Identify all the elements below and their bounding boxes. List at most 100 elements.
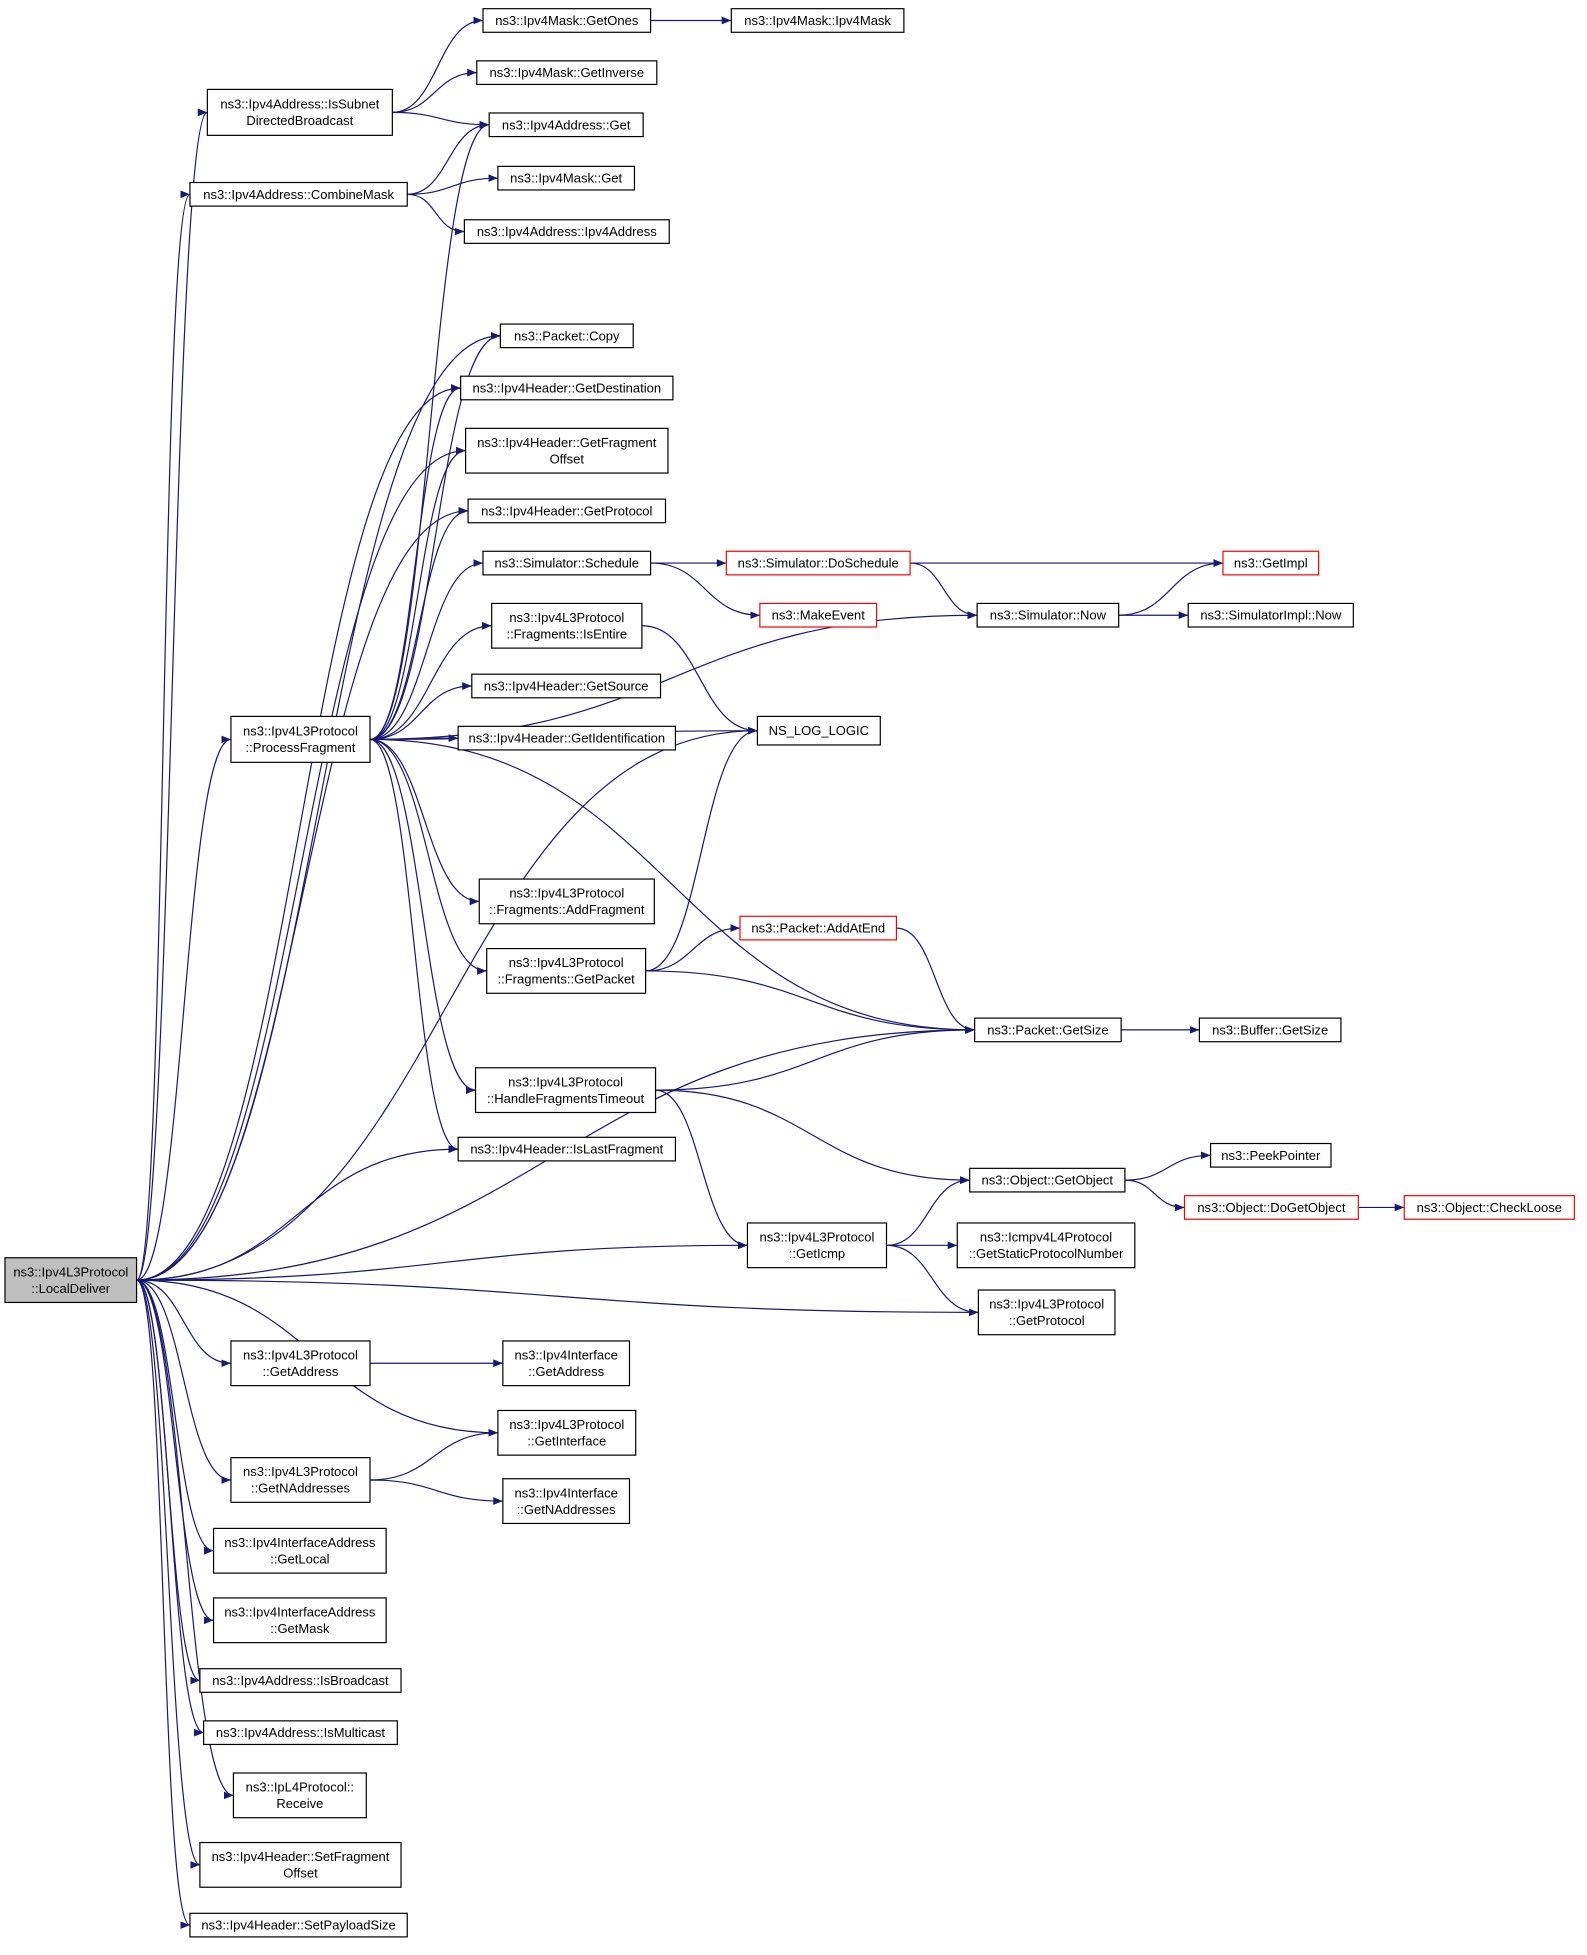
- node-box: [1183, 1195, 1359, 1220]
- node-getInverse[interactable]: ns3::Ipv4Mask::GetInverse: [476, 60, 658, 86]
- node-label: ns3::IpL4Protocol::: [246, 1780, 354, 1795]
- node-label: ns3::Ipv4Header::GetSource: [484, 678, 649, 693]
- node-combineMask[interactable]: ns3::Ipv4Address::CombineMask: [189, 181, 408, 207]
- node-isSubnet[interactable]: ns3::Ipv4Address::IsSubnetDirectedBroadc…: [206, 88, 393, 136]
- node-label: ns3::Ipv4Mask::Ipv4Mask: [744, 13, 891, 28]
- node-label: NS_LOG_LOGIC: [769, 723, 869, 738]
- node-box: [230, 715, 371, 763]
- edge-processFrag-to-getPacket: [369, 738, 487, 975]
- edge-root-to-isSubnet: [136, 108, 208, 1281]
- node-box: [730, 8, 905, 33]
- node-label: ::LocalDeliver: [31, 1281, 110, 1296]
- node-box: [189, 181, 408, 207]
- node-box: [977, 1289, 1116, 1336]
- edge-root-to-isLastFrag: [136, 1145, 459, 1281]
- node-getDest[interactable]: ns3::Ipv4Header::GetDestination: [460, 375, 674, 401]
- node-peekPointer[interactable]: ns3::PeekPointer: [1209, 1142, 1332, 1168]
- node-ipL4Receive[interactable]: ns3::IpL4Protocol::Receive: [232, 1772, 367, 1819]
- node-label: ns3::Ipv4L3Protocol: [508, 1074, 623, 1089]
- node-makeEvent[interactable]: ns3::MakeEvent: [759, 602, 878, 628]
- node-l3GetAddress[interactable]: ns3::Ipv4L3Protocol::GetAddress: [230, 1340, 371, 1387]
- node-isEntire[interactable]: ns3::Ipv4L3Protocol::Fragments::IsEntire: [491, 602, 643, 649]
- edge-l3GetNAddr-to-ifGetNAddr: [369, 1479, 503, 1505]
- node-box: [725, 550, 911, 576]
- node-ifaGetMask[interactable]: ns3::Ipv4InterfaceAddress::GetMask: [212, 1597, 387, 1644]
- node-isMulticast[interactable]: ns3::Ipv4Address::IsMulticast: [203, 1720, 398, 1746]
- node-label: ::GetMask: [270, 1621, 330, 1636]
- node-processFrag[interactable]: ns3::Ipv4L3Protocol::ProcessFragment: [230, 715, 371, 763]
- edge-root-to-setFragOffset: [136, 1279, 201, 1869]
- node-box: [497, 165, 636, 191]
- node-maskGet[interactable]: ns3::Ipv4Mask::Get: [497, 165, 636, 191]
- node-setPayload[interactable]: ns3::Ipv4Header::SetPayloadSize: [189, 1912, 408, 1938]
- node-addFragment[interactable]: ns3::Ipv4L3Protocol::Fragments::AddFragm…: [478, 878, 655, 925]
- node-doGetObject[interactable]: ns3::Object::DoGetObject: [1183, 1195, 1359, 1220]
- node-root[interactable]: ns3::Ipv4L3Protocol::LocalDeliver: [4, 1257, 138, 1304]
- edge-root-to-getFragOffset: [136, 446, 466, 1281]
- node-isBroadcast[interactable]: ns3::Ipv4Address::IsBroadcast: [199, 1668, 402, 1693]
- edge-handleTimeout-to-getIcmp: [655, 1089, 748, 1250]
- node-ifaGetLocal[interactable]: ns3::Ipv4InterfaceAddress::GetLocal: [212, 1527, 387, 1574]
- node-box: [212, 1597, 387, 1644]
- node-simImplNow[interactable]: ns3::SimulatorImpl::Now: [1187, 602, 1354, 628]
- node-box: [502, 1340, 631, 1387]
- node-box: [474, 1067, 657, 1114]
- node-getIdent[interactable]: ns3::Ipv4Header::GetIdentification: [457, 725, 677, 751]
- node-maskCtor[interactable]: ns3::Ipv4Mask::Ipv4Mask: [730, 8, 905, 33]
- node-isLastFrag[interactable]: ns3::Ipv4Header::IsLastFragment: [457, 1136, 677, 1162]
- node-box: [956, 1222, 1136, 1269]
- node-label: ns3::Icmpv4L4Protocol: [980, 1230, 1112, 1245]
- node-label: ns3::Ipv4L3Protocol: [509, 886, 624, 901]
- node-label: ns3::Object::CheckLoose: [1417, 1200, 1562, 1215]
- node-nsLog[interactable]: NS_LOG_LOGIC: [756, 715, 881, 746]
- node-getIcmp[interactable]: ns3::Ipv4L3Protocol::GetIcmp: [746, 1222, 888, 1269]
- node-addrCtor[interactable]: ns3::Ipv4Address::Ipv4Address: [463, 219, 670, 244]
- node-label: ::GetProtocol: [1009, 1313, 1085, 1328]
- node-label: ::Fragments::AddFragment: [489, 902, 645, 917]
- node-packetGetSize[interactable]: ns3::Packet::GetSize: [974, 1017, 1122, 1043]
- node-label: ns3::Ipv4Header::GetIdentification: [469, 731, 666, 746]
- node-l3GetNAddr[interactable]: ns3::Ipv4L3Protocol::GetNAddresses: [230, 1457, 371, 1503]
- node-doSchedule[interactable]: ns3::Simulator::DoSchedule: [725, 550, 911, 576]
- node-label: ns3::Ipv4L3Protocol: [989, 1297, 1104, 1312]
- node-bufferGetSize[interactable]: ns3::Buffer::GetSize: [1198, 1017, 1342, 1043]
- node-getObject[interactable]: ns3::Object::GetObject: [969, 1167, 1126, 1193]
- node-box: [230, 1340, 371, 1387]
- node-addAtEnd[interactable]: ns3::Packet::AddAtEnd: [739, 915, 898, 941]
- node-box: [1222, 550, 1320, 576]
- node-l3GetProtocol[interactable]: ns3::Ipv4L3Protocol::GetProtocol: [977, 1289, 1116, 1336]
- node-label: ns3::Ipv4Header::SetFragment: [212, 1849, 390, 1864]
- node-box: [203, 1720, 398, 1746]
- node-label: ns3::Ipv4Interface: [514, 1348, 617, 1363]
- node-getImpl[interactable]: ns3::GetImpl: [1222, 550, 1320, 576]
- node-simSchedule[interactable]: ns3::Simulator::Schedule: [482, 550, 652, 576]
- node-ifGetAddress[interactable]: ns3::Ipv4Interface::GetAddress: [502, 1340, 631, 1387]
- node-getProtoHdr[interactable]: ns3::Ipv4Header::GetProtocol: [467, 498, 667, 524]
- edge-getPacket-to-packetGetSize: [645, 970, 975, 1034]
- node-box: [212, 1527, 387, 1574]
- edge-combineMask-to-addrGet: [407, 120, 490, 195]
- node-l3GetInterface[interactable]: ns3::Ipv4L3Protocol::GetInterface: [497, 1409, 637, 1456]
- node-label: ns3::Ipv4InterfaceAddress: [224, 1535, 376, 1550]
- node-checkLoose[interactable]: ns3::Object::CheckLoose: [1403, 1195, 1575, 1220]
- node-box: [499, 323, 634, 349]
- node-getPacket[interactable]: ns3::Ipv4L3Protocol::Fragments::GetPacke…: [486, 947, 647, 994]
- node-getSource[interactable]: ns3::Ipv4Header::GetSource: [471, 673, 662, 699]
- node-simNow[interactable]: ns3::Simulator::Now: [976, 602, 1120, 628]
- edge-processFrag-to-isEntire: [369, 621, 492, 740]
- node-icmpStatic[interactable]: ns3::Icmpv4L4Protocol::GetStaticProtocol…: [956, 1222, 1136, 1269]
- node-handleTimeout[interactable]: ns3::Ipv4L3Protocol::HandleFragmentsTime…: [474, 1067, 657, 1114]
- node-label: ns3::Simulator::Schedule: [495, 556, 640, 571]
- edge-isSubnet-to-addrGet: [392, 111, 490, 129]
- edge-root-to-ipL4Receive: [136, 1279, 234, 1800]
- node-label: DirectedBroadcast: [246, 113, 353, 128]
- node-label: Offset: [550, 451, 585, 466]
- node-getOnes[interactable]: ns3::Ipv4Mask::GetOnes: [482, 8, 652, 33]
- node-box: [497, 1409, 637, 1456]
- node-ifGetNAddr[interactable]: ns3::Ipv4Interface::GetNAddresses: [502, 1478, 631, 1525]
- node-addrGet[interactable]: ns3::Ipv4Address::Get: [488, 112, 644, 138]
- node-packetCopy[interactable]: ns3::Packet::Copy: [499, 323, 634, 349]
